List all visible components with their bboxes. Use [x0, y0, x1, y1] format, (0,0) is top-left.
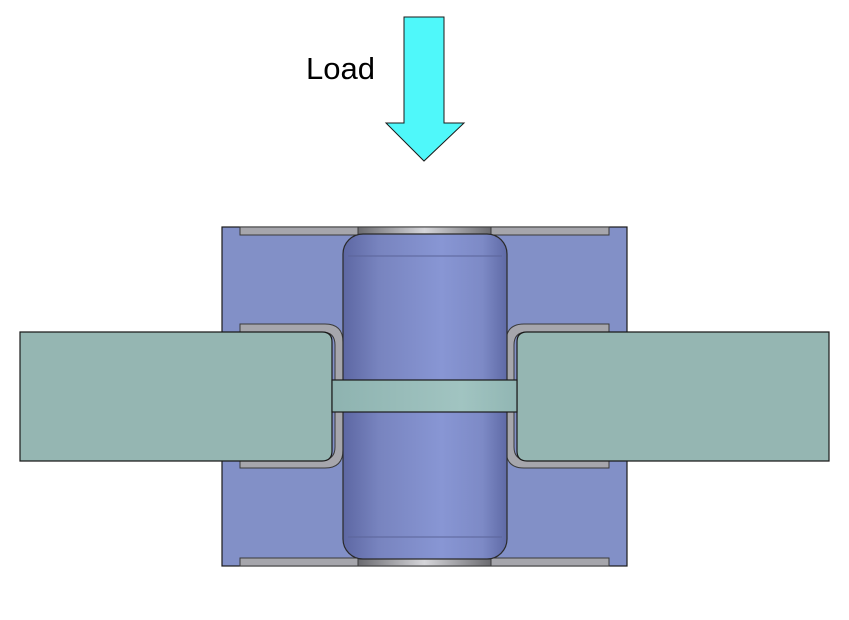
- load-label: Load: [306, 51, 375, 86]
- top-liner-right: [488, 226, 610, 236]
- top-liner-left: [239, 226, 361, 236]
- middle-band: [331, 379, 518, 413]
- bottom-liner-right: [488, 557, 610, 567]
- right-plate: [516, 331, 830, 462]
- load-arrow-icon: [384, 16, 466, 162]
- left-plate: [19, 331, 333, 462]
- bottom-liner-left: [239, 557, 361, 567]
